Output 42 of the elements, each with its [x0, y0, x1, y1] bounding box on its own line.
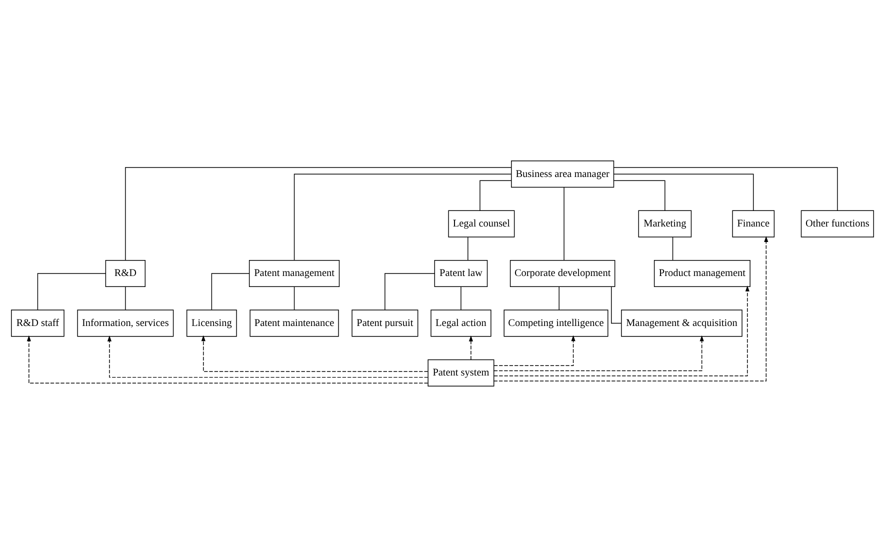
arrow	[201, 335, 428, 372]
arrow	[107, 335, 428, 378]
connector	[558, 286, 560, 310]
connector	[125, 286, 126, 310]
node-box: Patent pursuit	[352, 310, 418, 337]
connector	[611, 286, 622, 324]
arrow	[494, 335, 704, 372]
node-box: Licensing	[186, 310, 237, 337]
arrow	[468, 335, 473, 360]
connector	[614, 174, 754, 211]
node-box: Business area manager	[511, 160, 614, 188]
node-box: Product management	[654, 260, 750, 288]
connector	[480, 180, 512, 211]
connector	[614, 180, 666, 211]
connector	[125, 167, 512, 261]
node-box: Patent management	[248, 260, 340, 288]
arrow	[494, 286, 750, 376]
node-box: Competing intelligence	[504, 310, 608, 337]
node-box: R&D staff	[11, 310, 64, 337]
arrow	[494, 335, 576, 366]
node-box: Marketing	[638, 210, 692, 238]
node-box: Information, services	[77, 310, 174, 337]
node-box: Legal action	[430, 310, 492, 337]
node-box: Other functions	[800, 210, 874, 238]
node-box: Patent system	[428, 359, 494, 386]
arrow	[494, 236, 768, 382]
node-box: R&D	[105, 260, 146, 288]
connector	[211, 273, 250, 310]
node-box: Management & acquisition	[621, 310, 742, 337]
node-box: Legal counsel	[448, 210, 515, 238]
connector	[614, 167, 838, 211]
arrow	[26, 335, 428, 384]
connector	[294, 286, 295, 310]
node-box: Patent maintenance	[250, 310, 339, 337]
connector	[672, 236, 674, 260]
connector	[460, 286, 462, 310]
connector	[37, 273, 106, 310]
connector	[294, 174, 512, 261]
connector	[384, 273, 435, 310]
node-box: Patent law	[434, 260, 488, 288]
node-box: Corporate development	[510, 260, 616, 288]
node-box: Finance	[732, 210, 775, 238]
